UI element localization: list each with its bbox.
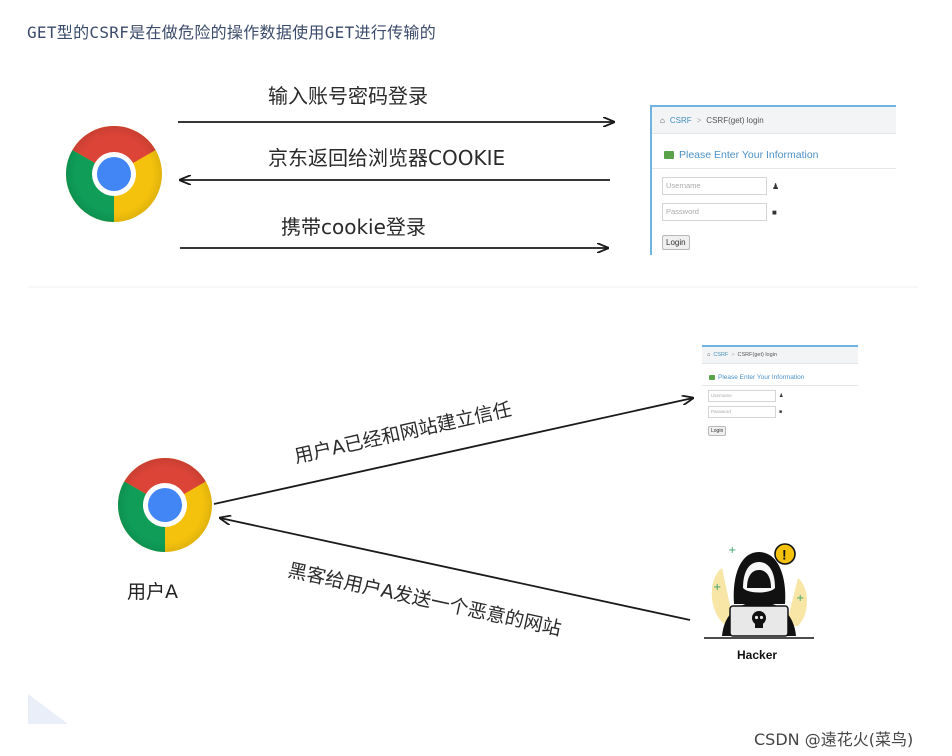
trust-label: 用户A已经和网站建立信任 (292, 398, 513, 468)
home-icon: ⌂ (660, 115, 665, 125)
home-icon: ⌂ (707, 352, 711, 358)
arrow-trust (213, 398, 693, 505)
svg-text:!: ! (782, 547, 787, 563)
watermark: CSDN @遠花火(菜鸟) (754, 730, 914, 749)
user-icon: ♟ (779, 393, 784, 399)
target-site-login-panel: ⌂ CSRF > CSRF(get) login Please Enter Yo… (702, 345, 858, 441)
breadcrumb-separator: > (696, 115, 702, 125)
login-heading-small: Please Enter Your Information (702, 369, 858, 386)
username-input[interactable]: Username (662, 177, 767, 195)
svg-text:+: + (728, 545, 736, 556)
breadcrumb-link-csrf-small[interactable]: CSRF (713, 352, 729, 358)
lock-icon: ■ (772, 207, 777, 217)
arrow-malicious-site (220, 518, 691, 621)
breadcrumb-link-csrf[interactable]: CSRF (669, 115, 692, 125)
caption: GET型的CSRF是在做危险的操作数据使用GET进行传输的 (27, 23, 437, 42)
user-a-chrome-icon (118, 458, 212, 552)
breadcrumb-current: CSRF(get) login (706, 115, 764, 125)
username-row: Username ♟ (662, 177, 896, 195)
breadcrumb: ⌂ CSRF > CSRF(get) login (652, 105, 896, 134)
login-button[interactable]: Login (662, 235, 690, 250)
svg-text:+: + (713, 582, 721, 593)
corner-decoration (28, 694, 68, 724)
password-input-small[interactable]: Password (708, 406, 776, 418)
coffee-icon (709, 374, 715, 380)
password-row: Password ■ (662, 203, 896, 221)
arrow1-label: 输入账号密码登录 (268, 84, 428, 108)
login-heading: Please Enter Your Information (652, 142, 896, 169)
user-a-label: 用户A (127, 581, 178, 603)
chrome-browser-icon (65, 125, 162, 223)
attack-label: 黑客给用户A发送一个恶意的网站 (286, 559, 563, 640)
svg-text:+: + (796, 593, 804, 604)
username-row-small: Username ♟ (708, 390, 858, 402)
password-row-small: Password ■ (708, 406, 858, 418)
breadcrumb-separator-small: > (731, 352, 735, 358)
login-heading-text-small: Please Enter Your Information (718, 373, 805, 381)
breadcrumb-current-small: CSRF(get) login (737, 352, 777, 358)
username-input-small[interactable]: Username (708, 390, 776, 402)
arrow2-label: 京东返回给浏览器COOKIE (268, 146, 505, 170)
hacker-icon: + + + ! (704, 543, 814, 639)
login-button-small[interactable]: Login (708, 426, 727, 436)
coffee-icon (664, 151, 674, 159)
breadcrumb-small: ⌂ CSRF > CSRF(get) login (702, 347, 858, 364)
lock-icon: ■ (779, 409, 783, 415)
hacker-label: Hacker (737, 648, 778, 662)
login-heading-text: Please Enter Your Information (679, 149, 819, 161)
csrf-login-panel: ⌂ CSRF > CSRF(get) login Please Enter Yo… (650, 105, 896, 255)
password-input[interactable]: Password (662, 203, 767, 221)
arrow3-label: 携带cookie登录 (281, 215, 426, 239)
user-icon: ♟ (772, 181, 780, 191)
